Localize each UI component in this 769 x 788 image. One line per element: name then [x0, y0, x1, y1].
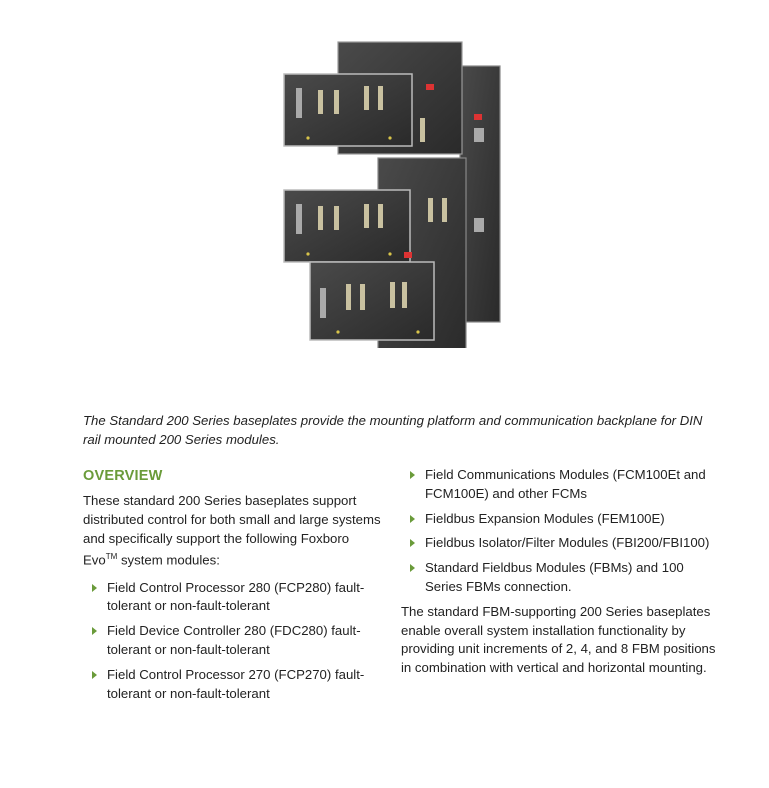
overview-intro: These standard 200 Series baseplates sup…	[83, 492, 383, 571]
list-item: Standard Fieldbus Modules (FBMs) and 100…	[401, 559, 716, 597]
list-item: Field Device Controller 280 (FDC280) fau…	[83, 622, 383, 660]
list-item: Field Control Processor 270 (FCP270) fau…	[83, 666, 383, 704]
baseplates-photo	[278, 38, 508, 359]
list-item-text: Field Control Processor 280 (FCP280) fau…	[107, 579, 365, 614]
bullet-arrow-icon	[410, 471, 415, 479]
bullet-arrow-icon	[410, 514, 415, 523]
list-item-text: Field Communications Modules (FCM100Et a…	[425, 467, 706, 501]
list-item-text: Fieldbus Expansion Modules (FEM100E)	[425, 510, 665, 526]
list-item: Fieldbus Expansion Modules (FEM100E)	[401, 510, 716, 529]
list-item-text: Field Control Processor 270 (FCP270) fau…	[107, 666, 365, 701]
list-item: Field Communications Modules (FCM100Et a…	[401, 466, 716, 504]
module-list-left: Field Control Processor 280 (FCP280) fau…	[83, 579, 383, 704]
overview-heading: OVERVIEW	[83, 468, 163, 484]
overview-intro-text: These standard 200 Series baseplates sup…	[83, 493, 381, 568]
bullet-arrow-icon	[410, 564, 415, 573]
figure-caption: The Standard 200 Series baseplates provi…	[83, 413, 703, 447]
list-item: Fieldbus Isolator/Filter Modules (FBI200…	[401, 534, 716, 553]
bullet-arrow-icon	[92, 670, 97, 679]
overview-closing: The standard FBM-supporting 200 Series b…	[401, 603, 716, 676]
list-item-text: Standard Fieldbus Modules (FBMs) and 100…	[425, 560, 684, 594]
overview-intro-tail: system modules:	[117, 552, 220, 568]
baseplates-illustration	[283, 41, 501, 359]
module-list-right: Field Communications Modules (FCM100Et a…	[401, 466, 716, 597]
list-item-text: Fieldbus Isolator/Filter Modules (FBI200…	[425, 535, 710, 551]
bullet-arrow-icon	[92, 583, 97, 592]
list-item: Field Control Processor 280 (FCP280) fau…	[83, 579, 383, 617]
overview-left-column: OVERVIEW These standard 200 Series basep…	[83, 466, 383, 709]
bullet-arrow-icon	[410, 539, 415, 548]
trademark-mark: TM	[105, 552, 118, 562]
bullet-arrow-icon	[92, 627, 97, 636]
list-item-text: Field Device Controller 280 (FDC280) fau…	[107, 623, 361, 657]
overview-right-column: Field Communications Modules (FCM100Et a…	[401, 466, 716, 678]
